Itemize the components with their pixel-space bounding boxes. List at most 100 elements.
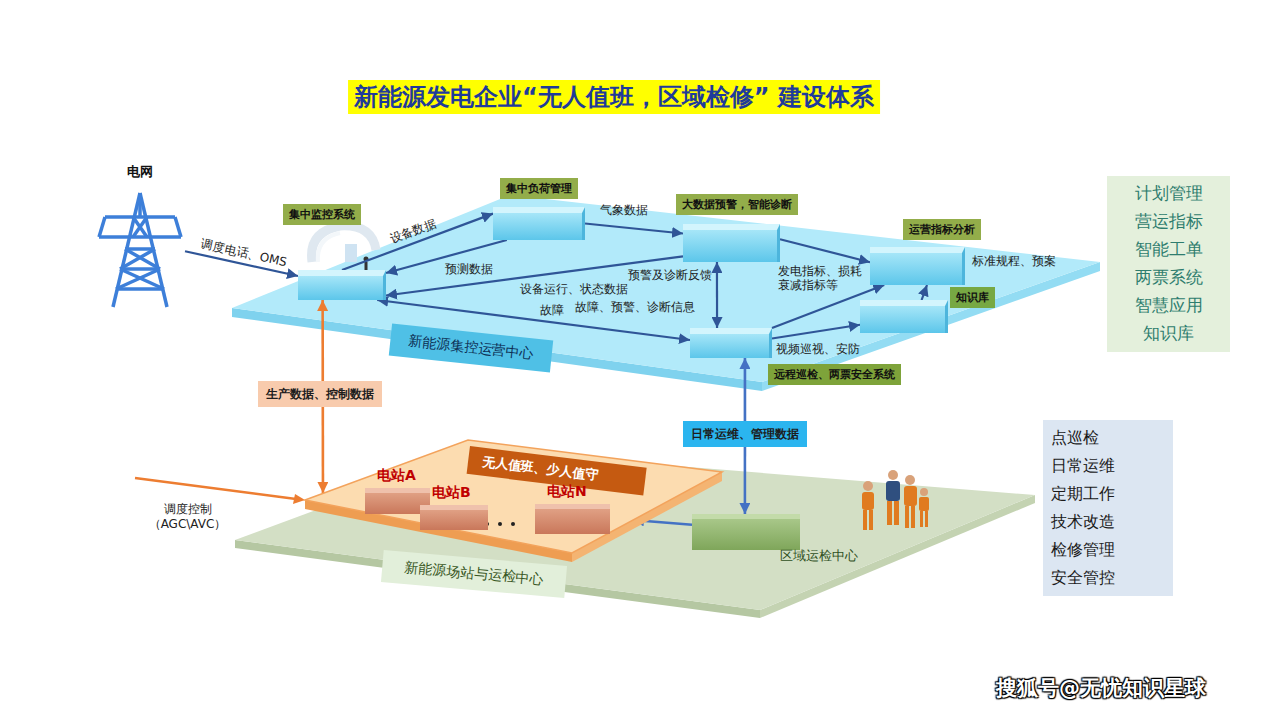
worker-head (863, 481, 873, 491)
connector (922, 285, 927, 300)
list-item: 日常运维 (1051, 452, 1165, 480)
worker-head (888, 470, 898, 480)
tower-strut (116, 269, 160, 289)
ellipsis-dot (511, 522, 515, 526)
station-label: 电站A (377, 467, 416, 485)
center-label: 区域运检中心 (780, 547, 858, 565)
title: 新能源发电企业“无人值班，区域检修” 建设体系 (348, 80, 880, 114)
list-item: 知识库 (1107, 320, 1230, 348)
connector (716, 262, 718, 328)
worker-leg (894, 501, 899, 525)
list-item: 技术改造 (1051, 508, 1165, 536)
grid-tower: 电网 (95, 163, 185, 310)
regional-center-block: 区域运检中心 (692, 514, 800, 550)
platform-top (305, 440, 722, 553)
hologram-ring (318, 233, 340, 262)
arrow-line (135, 478, 296, 499)
function-list: 计划管理营运指标智能工单两票系统智慧应用知识库 (1107, 176, 1230, 352)
system-block: 远程巡检、两票安全系统 (690, 328, 772, 358)
station-platform: 无人值班、少人值守电站A电站B电站N (300, 438, 725, 556)
system-tag: 集中监控系统 (283, 204, 361, 225)
worker-leg (905, 506, 909, 528)
function-list: 点巡检日常运维定期工作技术改造检修管理安全管控 (1043, 420, 1173, 596)
system-block: 大数据预警，智能诊断 (683, 224, 780, 262)
tower-icon (95, 189, 185, 309)
station-block: 电站N (535, 504, 610, 534)
worker-leg (887, 501, 892, 525)
hologram-ring (312, 226, 376, 262)
tower-label: 电网 (95, 163, 185, 181)
edge-label: 设备数据 (388, 216, 438, 246)
connector (780, 239, 870, 262)
platform-top (232, 195, 1100, 382)
system-tag: 运营指标分析 (903, 219, 981, 240)
edge-label: 标准规程、预案 (972, 254, 1056, 268)
worker-leg (863, 510, 867, 530)
worker-body (886, 481, 900, 501)
system-block: 运营指标分析 (870, 247, 965, 285)
system-tag: 远程巡检、两票安全系统 (768, 364, 901, 385)
workers-icon (862, 470, 929, 530)
note-label: 故障 (540, 302, 564, 319)
list-item: 定期工作 (1051, 480, 1165, 508)
tower-strut (133, 217, 147, 237)
site-band: 新能源场站与运检中心 (381, 550, 567, 598)
list-item: 检修管理 (1051, 536, 1165, 564)
hologram-icon (312, 226, 376, 272)
upper-platform (232, 195, 1100, 391)
tower-strut (99, 217, 105, 237)
list-item: 两票系统 (1107, 264, 1230, 292)
system-tag: 大数据预警，智能诊断 (676, 194, 798, 215)
hologram-screen (345, 244, 357, 262)
band-text: 新能源集控运营中心 (407, 332, 534, 363)
note-label: 调度控制 （AGC\AVC） (140, 502, 235, 532)
list-item: 营运指标 (1107, 208, 1230, 236)
worker-body (919, 497, 929, 511)
list-item: 安全管控 (1051, 564, 1165, 592)
worker-body (862, 492, 874, 510)
list-item: 智慧应用 (1107, 292, 1230, 320)
edge-label: 预测数据 (445, 262, 493, 276)
center-band: 新能源集控运营中心 (389, 324, 553, 373)
system-block: 集中监控系统 (298, 270, 386, 300)
worker-head (905, 475, 915, 485)
connector (342, 214, 493, 270)
system-block: 知识库 (860, 300, 948, 333)
tower-strut (120, 249, 155, 269)
tower-strut (125, 249, 160, 269)
tower-strut (133, 217, 147, 237)
station-label: 电站N (547, 483, 587, 501)
edge-label: 日常运维、管理数据 (683, 421, 807, 447)
worker-leg (925, 511, 928, 527)
station-label: 电站B (432, 484, 471, 502)
tower-strut (99, 235, 181, 239)
ellipsis-dot (498, 522, 502, 526)
arrow-head (293, 494, 305, 504)
edge-label: 故障、预警、诊断信息 (575, 300, 695, 314)
tower-strut (116, 287, 164, 291)
edge-label: 设备运行、状态数据 (520, 282, 628, 296)
system-tag: 集中负荷管理 (500, 178, 578, 199)
edge-label: 视频巡视、安防 (776, 342, 860, 356)
edge-label: 调度电话、OMS (200, 237, 288, 270)
system-block: 集中负荷管理 (493, 207, 585, 240)
system-tag: 知识库 (950, 287, 995, 308)
worker-leg (911, 506, 915, 528)
connector (585, 224, 683, 234)
agc-arrow (135, 478, 305, 504)
edge-label: 生产数据、控制数据 (258, 381, 382, 407)
edge-label: 发电指标、损耗 衰减指标等 (778, 264, 864, 292)
list-item: 点巡检 (1051, 424, 1165, 452)
edge-label: 预警及诊断反馈 (628, 268, 712, 282)
watermark: 搜狐号@无忧知识星球 (996, 674, 1206, 702)
band-text: 新能源场站与运检中心 (403, 559, 544, 589)
edge-label: 气象数据 (600, 203, 648, 217)
worker-head (920, 488, 928, 496)
list-item: 智能工单 (1107, 236, 1230, 264)
worker-leg (869, 510, 873, 530)
list-item: 计划管理 (1107, 180, 1230, 208)
connector (772, 325, 860, 339)
worker-body (904, 486, 917, 506)
worker-leg (920, 511, 923, 527)
